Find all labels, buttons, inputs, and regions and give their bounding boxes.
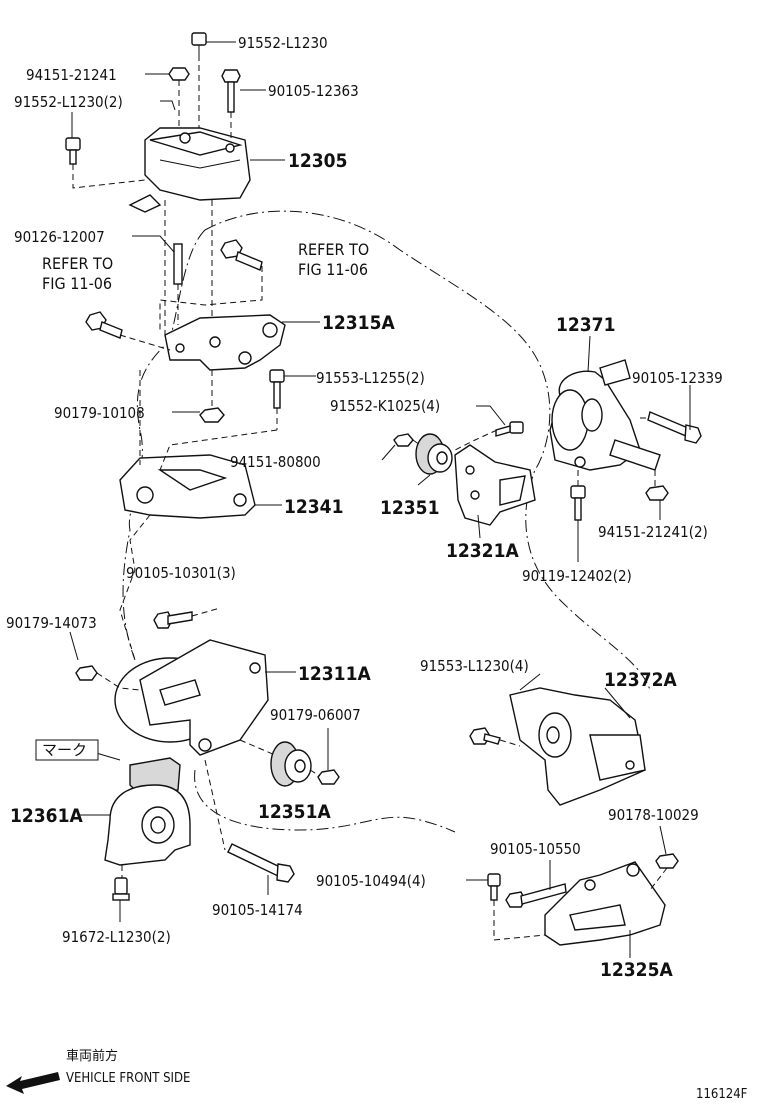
nut-90179-10108 [199,407,225,423]
mount-bracket-12341 [119,454,256,519]
bolt-refer-right [220,239,263,271]
label-12351: 12351 [380,497,439,519]
bolt-91553-L1230 [469,727,501,745]
label-mark: マーク [42,741,87,759]
label-90105-14174: 90105-14174 [212,901,303,919]
direction-label-jp: 車両前方 [66,1048,118,1064]
label-12321A: 12321A [446,540,519,562]
mount-bracket-12311A [114,639,269,756]
label-12372A: 12372A [604,669,677,691]
bushing-12351A [270,741,312,787]
label-90105-10301: 90105-10301(3) [126,564,236,582]
label-91553-L1230: 91553-L1230(4) [420,657,529,675]
bolt-90105-12363 [221,69,241,113]
nut-90179-14073 [75,665,98,681]
label-refer-to-right: REFER TO [298,240,369,259]
label-90105-12339: 90105-12339 [632,369,723,387]
bolt-refer-left [85,311,123,339]
front-arrow-icon [6,1072,60,1094]
label-90126-12007: 90126-12007 [14,228,105,246]
engine-mount-12372A [509,687,646,806]
label-12361A: 12361A [10,805,83,827]
bolt-90105-10301 [153,611,193,629]
engine-outline-phantom-left [122,229,206,661]
label-90119-12402: 90119-12402(2) [522,567,632,585]
label-90179-10108: 90179-10108 [54,404,145,422]
transmission-outline-phantom [194,769,456,833]
label-91552-L1230-2: 91552-L1230(2) [14,93,123,111]
bolt-90105-14174 [227,843,295,883]
engine-mount-12361A [104,757,191,866]
label-12351A: 12351A [258,801,331,823]
nut-90179-06007 [317,769,340,785]
label-90179-06007: 90179-06007 [270,706,361,724]
bolt-91552-L1230-2 [65,137,81,165]
label-94151-80800: 94151-80800 [230,453,321,471]
label-refer-to-left: REFER TO [42,254,113,273]
nut-90178-10029 [655,853,679,869]
label-fig-left: FIG 11-06 [42,274,112,293]
mount-bracket-12315A [164,314,286,371]
bolt-91553-L1255 [269,369,285,409]
bolt-91552-K1025 [495,421,524,437]
label-90178-10029: 90178-10029 [608,806,699,824]
stud-90126-12007 [173,243,183,285]
connection-lines [72,55,668,941]
label-12311A: 12311A [298,663,371,685]
bolt-91672-L1230 [112,877,130,901]
bolt-90119-12402 [570,485,586,521]
label-90105-10550: 90105-10550 [490,840,581,858]
label-94151-21241-2: 94151-21241(2) [598,523,708,541]
figure-id: 116124F [696,1087,748,1102]
label-91552-L1230: 91552-L1230 [238,34,328,52]
mount-bracket-12321A [454,444,536,526]
label-12371: 12371 [556,314,615,336]
bushing-12351 [415,433,453,475]
direction-label-en: VEHICLE FRONT SIDE [66,1071,190,1086]
label-12341: 12341 [284,496,343,518]
engine-outline-phantom [204,210,651,691]
label-12325A: 12325A [600,959,673,981]
label-12315A: 12315A [322,312,395,334]
mount-bracket-12305 [128,127,251,213]
mount-bracket-12325A [544,861,666,946]
label-12305: 12305 [288,150,347,172]
nut-94151-21241-2 [645,485,669,501]
bolt-90105-10494 [487,873,501,901]
nut-94151-21241-top [168,67,190,81]
bolt-91552-L1230-top [191,32,207,55]
label-90105-12363: 90105-12363 [268,82,359,100]
label-91553-L1255: 91553-L1255(2) [316,369,425,387]
label-94151-21241: 94151-21241 [26,66,117,84]
bolt-90105-12339 [647,411,702,444]
mark-label-box [35,739,99,761]
nut-94151-80800 [393,433,414,447]
label-fig-right: FIG 11-06 [298,260,368,279]
label-90179-14073: 90179-14073 [6,614,97,632]
label-91552-K1025: 91552-K1025(4) [330,397,440,415]
engine-mount-12371 [549,359,661,471]
label-90105-10494: 90105-10494(4) [316,872,426,890]
label-91672-L1230: 91672-L1230(2) [62,928,171,946]
